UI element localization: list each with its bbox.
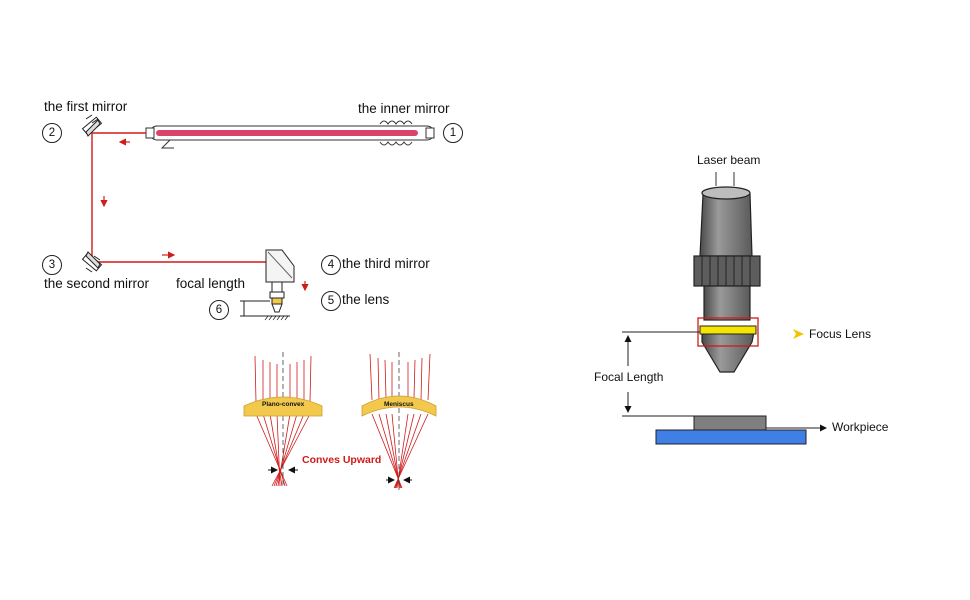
conves-upward-note: Conves Upward — [302, 454, 382, 466]
meniscus-label: Meniscus — [384, 401, 414, 408]
meniscus-lens — [361, 352, 437, 490]
lens-label: the lens — [342, 292, 390, 307]
second-mirror-icon — [81, 251, 103, 273]
lens-nozzle — [264, 297, 290, 321]
work-table — [655, 429, 807, 445]
plano-convex-lens — [243, 352, 323, 488]
workpiece-block — [693, 415, 767, 431]
first-mirror-label: the first mirror — [44, 99, 128, 114]
marker-5: 5 — [321, 291, 341, 311]
focus-lens-pointer-icon — [793, 329, 804, 339]
beam-path — [91, 132, 277, 300]
laser-beam-label: Laser beam — [697, 153, 761, 167]
marker-3: 3 — [42, 255, 62, 275]
second-mirror-label: the second mirror — [44, 276, 150, 291]
third-mirror-head — [265, 249, 295, 299]
inner-mirror-label: the inner mirror — [358, 101, 450, 116]
focal-length-bracket — [240, 300, 270, 317]
marker-1: 1 — [443, 123, 463, 143]
workpiece-label: Workpiece — [832, 420, 889, 434]
marker-2: 2 — [42, 123, 62, 143]
marker-4: 4 — [321, 255, 341, 275]
focal-length-right-label: Focal Length — [594, 370, 664, 384]
laser-head — [693, 172, 761, 373]
third-mirror-label: the third mirror — [342, 256, 430, 271]
focus-lens-label: Focus Lens — [809, 327, 872, 341]
laser-tube — [145, 120, 435, 149]
first-mirror-icon — [81, 114, 103, 137]
marker-6: 6 — [209, 300, 229, 320]
beam-direction-arrows — [100, 138, 309, 292]
plano-convex-label: Plano-convex — [262, 401, 305, 408]
focal-length-label: focal length — [176, 276, 246, 291]
focal-length-dimension — [622, 331, 700, 417]
